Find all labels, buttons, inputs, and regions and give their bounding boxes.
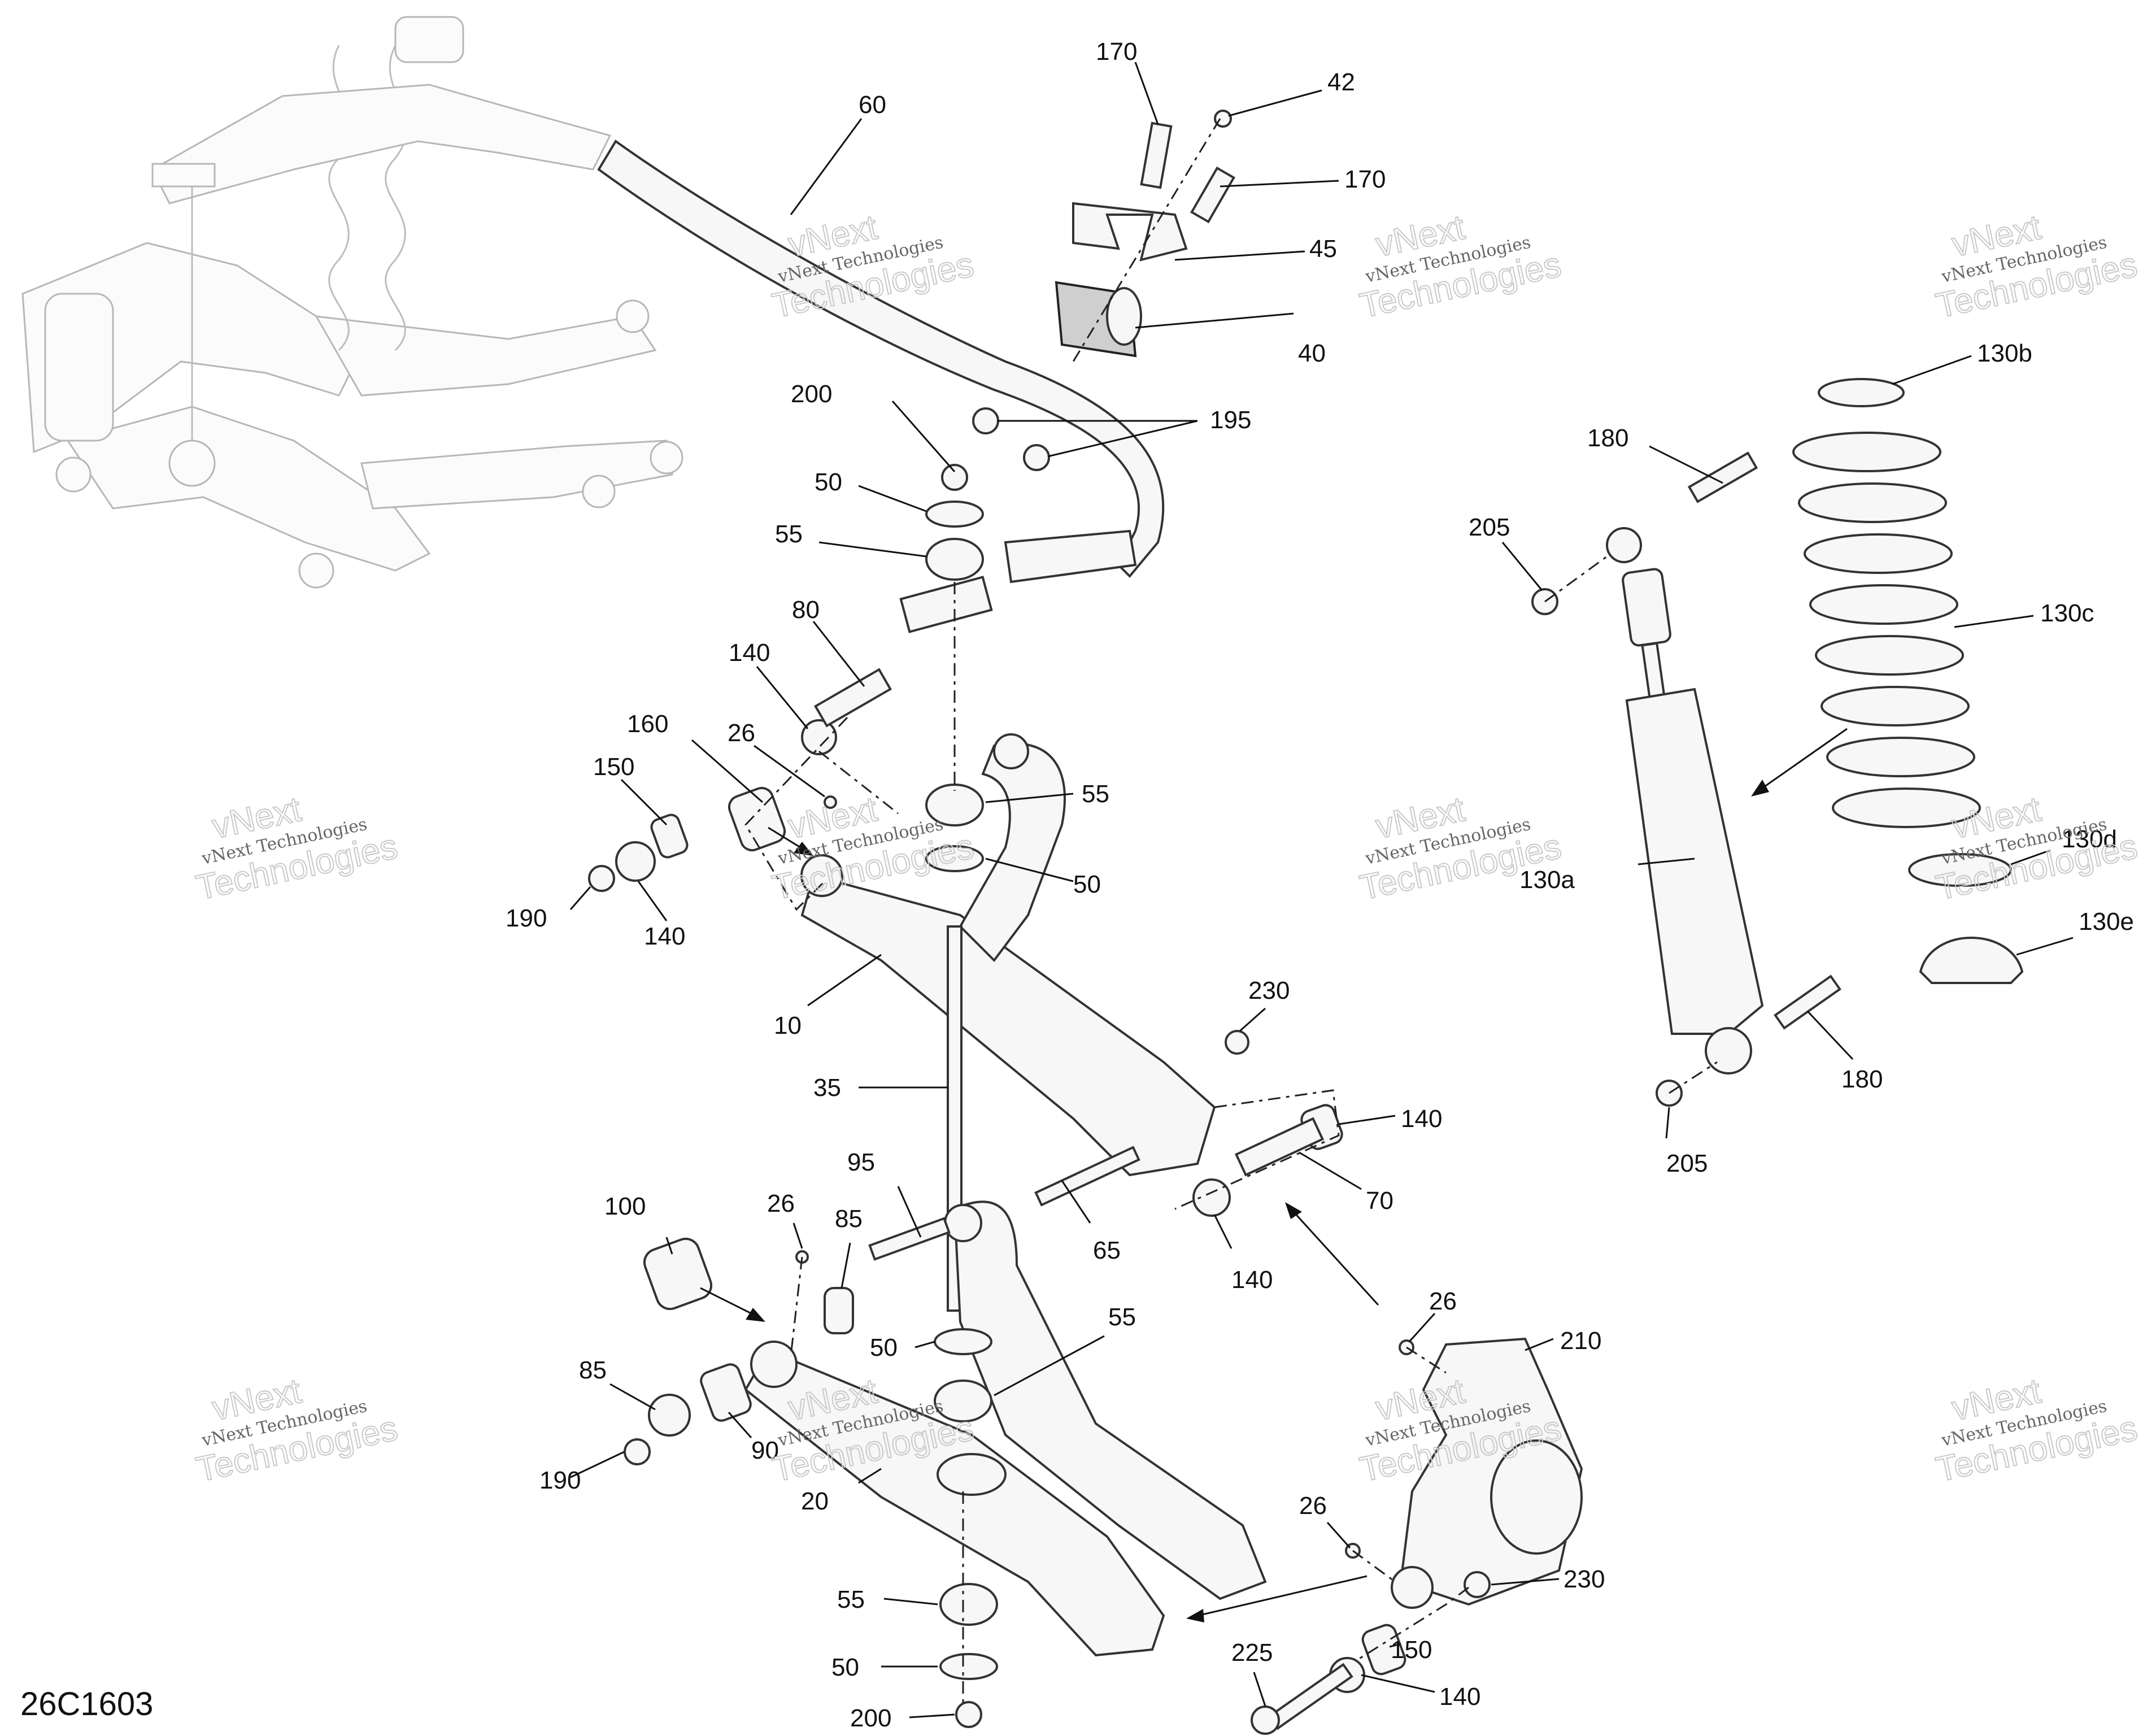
callout-50: 50 [870,1334,898,1361]
callout-42: 42 [1327,68,1355,96]
callout-80: 80 [792,596,820,624]
callout-210: 210 [1560,1327,1601,1355]
callout-130b: 130b [1977,340,2032,367]
callout-45: 45 [1309,235,1337,263]
callout-200: 200 [791,380,832,408]
watermark: vNext vNext Technologies Technologies [1356,1371,1565,1490]
drawing-id: 26C1603 [20,1686,153,1722]
sway-bar [597,140,1165,633]
watermark: vNext vNext Technologies Technologies [1932,1371,2141,1490]
callout-55: 55 [1082,780,1109,808]
callout-130c: 130c [2040,599,2094,627]
bracket-bolts [1140,110,1235,224]
callout-200: 200 [850,1704,891,1732]
callout-85: 85 [579,1356,607,1384]
lower-control-arm [744,1200,1267,1657]
assembled-suspension-ghost [21,16,683,589]
callout-205: 205 [1469,514,1510,541]
callout-65: 65 [1093,1237,1121,1264]
callout-195: 195 [1210,406,1251,434]
callout-130a: 130a [1519,866,1575,894]
callout-180: 180 [1841,1065,1883,1093]
callout-50: 50 [815,468,842,496]
coil-spring-assembly [1792,378,2024,984]
callout-70: 70 [1366,1187,1393,1215]
callout-55: 55 [837,1586,865,1613]
callout-100: 100 [604,1193,646,1220]
assembly-arrows [700,728,1848,1622]
watermark: vNext vNext Technologies Technologies [192,789,401,908]
watermark: vNext vNext Technologies Technologies [192,1371,401,1490]
watermark: vNext vNext Technologies Technologies [1932,207,2141,327]
bushing-bracket [1072,202,1188,262]
assembly-lines [744,118,1718,1706]
callout-170: 170 [1096,38,1137,66]
callout-95: 95 [847,1148,875,1176]
callout-50: 50 [831,1654,859,1681]
callout-40: 40 [1298,340,1326,367]
upper-arm-rear-hardware [1034,1030,1343,1217]
callout-190: 190 [506,904,547,932]
callout-50: 50 [1073,871,1101,898]
upper-arm-bushings [588,668,892,892]
callout-60: 60 [859,91,886,119]
callout-130d: 130d [2062,825,2117,853]
callout-55: 55 [1108,1303,1136,1331]
watermark: vNext vNext Technologies Technologies [1356,207,1565,327]
link-lower-stacks [934,1328,998,1728]
link-mid-stack [925,784,984,872]
link-top-stack [925,464,984,581]
shock-absorber [1531,451,1841,1107]
nut-195-b [1023,444,1050,471]
callout-205: 205 [1666,1150,1708,1177]
callout-140: 140 [1231,1266,1273,1294]
callout-190: 190 [539,1467,581,1494]
callout-26: 26 [1299,1492,1327,1520]
callout-26: 26 [767,1190,795,1217]
callout-150: 150 [593,753,634,781]
callout-170: 170 [1344,166,1386,193]
callout-150: 150 [1391,1636,1432,1664]
callout-90: 90 [751,1437,779,1464]
callout-160: 160 [627,710,668,738]
callout-35: 35 [813,1074,841,1102]
steering-knuckle [1345,1337,1583,1609]
callout-230: 230 [1248,977,1290,1004]
callout-180: 180 [1587,424,1628,452]
sway-bar-bushing [1055,281,1142,358]
callout-140: 140 [644,923,685,950]
callout-26: 26 [1429,1287,1457,1315]
callout-140: 140 [1439,1683,1480,1711]
leader-lines [569,62,2074,1718]
callout-85: 85 [835,1205,863,1233]
callout-130e: 130e [2079,908,2134,936]
lower-arm-bushings [624,1217,951,1465]
callout-55: 55 [775,520,803,548]
callout-230: 230 [1564,1565,1605,1593]
callout-140: 140 [1401,1105,1442,1133]
callout-140: 140 [729,639,770,667]
callout-26: 26 [728,719,755,747]
callout-10: 10 [774,1012,802,1039]
nut-195-a [972,407,999,434]
callout-20: 20 [801,1487,829,1515]
callout-labels: 170 42 60 170 45 40 130b 200 195 180 50 … [506,38,2134,1732]
callout-225: 225 [1231,1639,1273,1667]
